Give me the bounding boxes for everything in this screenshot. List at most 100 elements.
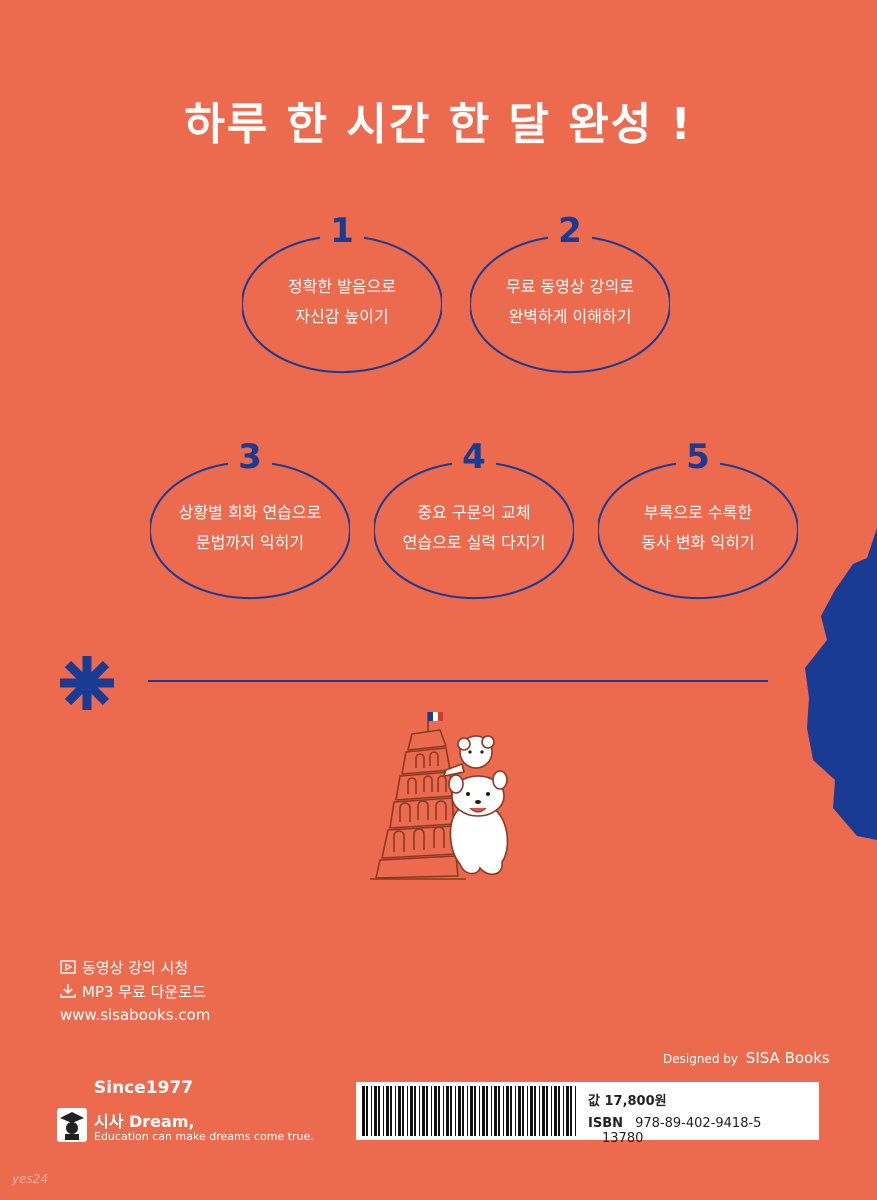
feature-number: 4 — [462, 437, 486, 477]
watermark: yes24 — [12, 1172, 49, 1186]
barcode-bar — [438, 1086, 440, 1136]
website-link[interactable]: www.sisabooks.com — [60, 1006, 211, 1024]
feature-2: 2 무료 동영상 강의로 완벽하게 이해하기 — [470, 211, 670, 374]
barcode-bar — [390, 1086, 392, 1136]
feature-number: 1 — [330, 211, 354, 251]
barcode-bar — [450, 1086, 452, 1136]
isbn-number: 978-89-402-9418-5 — [635, 1116, 762, 1131]
barcode-bar — [419, 1086, 420, 1136]
barcode-bar — [539, 1086, 540, 1136]
barcode-bar — [506, 1086, 509, 1136]
barcode-bar — [362, 1086, 365, 1136]
barcode-bar — [426, 1086, 428, 1136]
divider-line — [148, 680, 768, 682]
barcode-bar — [479, 1086, 480, 1136]
barcode-bar — [434, 1086, 437, 1136]
feature-line: 완벽하게 이해하기 — [508, 307, 632, 326]
feature-line: 동사 변화 익히기 — [641, 533, 755, 552]
barcode-bar — [503, 1086, 504, 1136]
barcode-bar — [530, 1086, 533, 1136]
feature-desc: 상황별 회화 연습으로 문법까지 익히기 — [160, 498, 340, 558]
barcode-bar — [470, 1086, 473, 1136]
barcode-bar — [551, 1086, 552, 1136]
barcode-bar — [522, 1086, 524, 1136]
barcode-bar — [386, 1086, 389, 1136]
designed-by: Designed by SISA Books — [663, 1049, 830, 1067]
tower-character-illustration — [370, 712, 509, 880]
price: 값 17,800원 — [588, 1094, 667, 1109]
mp3-link-label: MP3 무료 다운로드 — [82, 982, 206, 1001]
feature-5: 5 부록으로 수록한 동사 변화 익히기 — [598, 440, 798, 600]
feature-line: 정확한 발음으로 — [287, 277, 397, 296]
feature-line: 자신감 높이기 — [295, 307, 389, 326]
asterisk-icon — [60, 656, 114, 710]
barcode-bar — [467, 1086, 468, 1136]
video-link[interactable]: 동영상 강의 시청 — [60, 955, 210, 979]
designed-by-prefix: Designed by — [663, 1052, 738, 1066]
feature-desc: 무료 동영상 강의로 완벽하게 이해하기 — [480, 272, 660, 332]
barcode-bar — [378, 1086, 380, 1136]
publisher-tagline: Education can make dreams come true. — [94, 1130, 314, 1143]
barcode-bar — [371, 1086, 372, 1136]
barcode-bar — [374, 1086, 377, 1136]
publisher-name: 시사 Dream, — [94, 1112, 195, 1131]
barcode-bar — [431, 1086, 432, 1136]
barcode-bar — [482, 1086, 485, 1136]
barcode-bar — [546, 1086, 548, 1136]
headline: 하루 한 시간 한 달 완성 ! — [184, 99, 693, 150]
feature-line: 상황별 회화 연습으로 — [178, 503, 322, 522]
feature-number: 2 — [558, 211, 582, 251]
feature-ring — [598, 462, 798, 600]
barcode-bar — [527, 1086, 528, 1136]
download-icon — [60, 984, 76, 998]
barcode-bar — [575, 1086, 576, 1136]
barcode-bar — [458, 1086, 461, 1136]
barcode-bar — [563, 1086, 564, 1136]
feature-line: 문법까지 익히기 — [195, 533, 305, 552]
barcode-bar — [534, 1086, 536, 1136]
barcode-box: 값 17,800원 ISBN 978-89-402-9418-5 13780 — [356, 1082, 819, 1146]
resource-links: 동영상 강의 시청 MP3 무료 다운로드 www.sisabooks.com — [60, 955, 210, 1027]
barcode-bar — [402, 1086, 404, 1136]
designed-by-brand: SISA Books — [745, 1049, 830, 1067]
isbn-line: ISBN 978-89-402-9418-5 13780 — [588, 1116, 819, 1146]
barcode-bar — [498, 1086, 500, 1136]
barcode-bar — [566, 1086, 569, 1136]
feature-3: 3 상황별 회화 연습으로 문법까지 익히기 — [150, 437, 350, 600]
barcode-bar — [542, 1086, 545, 1136]
barcode-bar — [455, 1086, 456, 1136]
feature-ring — [470, 236, 670, 374]
play-icon — [60, 960, 76, 974]
barcode-bar — [510, 1086, 512, 1136]
decorative-shape — [805, 528, 877, 840]
barcode-bar — [398, 1086, 401, 1136]
barcode-bar — [407, 1086, 408, 1136]
isbn-addon: 13780 — [602, 1131, 644, 1146]
feature-line: 무료 동영상 강의로 — [506, 277, 634, 296]
barcode-bar — [446, 1086, 449, 1136]
feature-1: 1 정확한 발음으로 자신감 높이기 — [242, 211, 442, 374]
feature-line: 중요 구문의 교체 — [417, 503, 531, 522]
barcode-bar — [558, 1086, 560, 1136]
feature-desc: 정확한 발음으로 자신감 높이기 — [252, 272, 432, 332]
barcode-bar — [570, 1086, 572, 1136]
since-year: Since1977 — [94, 1078, 194, 1098]
feature-number: 3 — [238, 437, 262, 477]
barcode-bar — [515, 1086, 516, 1136]
barcode-bar — [554, 1086, 557, 1136]
feature-ring — [242, 236, 442, 374]
feature-ring — [374, 462, 574, 600]
barcode-bar — [383, 1086, 384, 1136]
barcode-bars — [362, 1086, 576, 1136]
barcode-bar — [395, 1086, 396, 1136]
barcode-bar — [410, 1086, 413, 1136]
feature-line: 부록으로 수록한 — [643, 503, 753, 522]
publisher-logo-icon — [57, 1108, 87, 1142]
barcode-bar — [494, 1086, 497, 1136]
feature-desc: 중요 구문의 교체 연습으로 실력 다지기 — [384, 498, 564, 558]
barcode-bar — [443, 1086, 444, 1136]
isbn-label: ISBN — [588, 1116, 623, 1131]
mp3-download-link[interactable]: MP3 무료 다운로드 — [60, 979, 210, 1003]
barcode-bar — [462, 1086, 464, 1136]
